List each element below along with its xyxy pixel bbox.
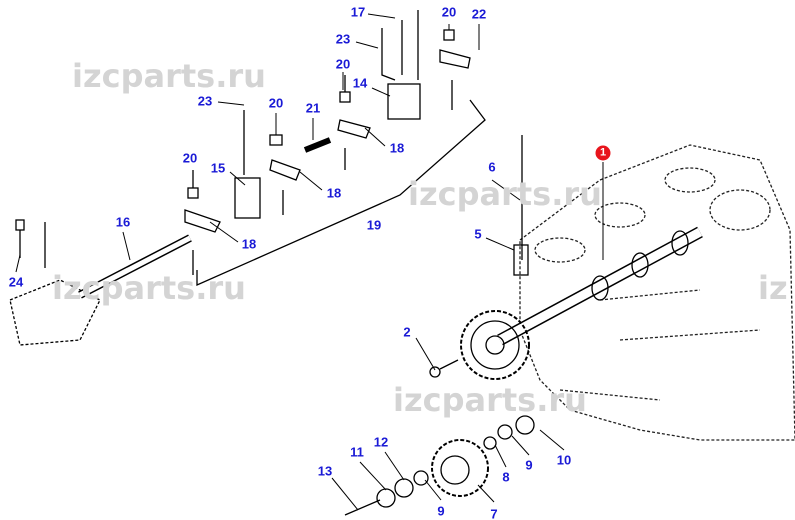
leader-lines <box>15 13 604 511</box>
callout-19[interactable]: 19 <box>366 217 382 233</box>
callout-18[interactable]: 18 <box>389 140 405 156</box>
callout-20[interactable]: 20 <box>182 150 198 166</box>
callout-14[interactable]: 14 <box>352 75 368 91</box>
callout-20[interactable]: 20 <box>335 56 351 72</box>
callout-12[interactable]: 12 <box>373 434 389 450</box>
callout-15[interactable]: 15 <box>210 160 226 176</box>
callout-11[interactable]: 11 <box>350 444 364 460</box>
callout-17[interactable]: 17 <box>350 4 366 20</box>
callout-9[interactable]: 9 <box>525 457 533 473</box>
engine-block <box>519 144 795 441</box>
callout-6[interactable]: 6 <box>488 159 496 175</box>
callout-20[interactable]: 20 <box>268 95 284 111</box>
bolt-2 <box>429 359 459 378</box>
callout-18[interactable]: 18 <box>241 236 257 252</box>
oil-pipe <box>513 135 529 276</box>
watermark: izcparts.ru <box>393 381 587 419</box>
callout-7[interactable]: 7 <box>490 506 498 520</box>
callout-1-highlighted[interactable]: 1 <box>595 145 611 161</box>
callout-16[interactable]: 16 <box>115 214 131 230</box>
callout-21[interactable]: 21 <box>305 100 321 116</box>
callout-22[interactable]: 22 <box>471 6 487 22</box>
assembly-bracket <box>196 99 486 286</box>
camshaft <box>497 226 703 346</box>
callout-9[interactable]: 9 <box>437 503 445 519</box>
bolts-and-rockers <box>15 10 471 275</box>
callout-8[interactable]: 8 <box>502 469 510 485</box>
camshaft-gear <box>460 310 530 380</box>
watermark: izcparts.ru <box>408 175 602 213</box>
idler-gear <box>431 439 489 497</box>
callout-13[interactable]: 13 <box>317 463 333 479</box>
callout-2[interactable]: 2 <box>403 324 411 340</box>
callout-23[interactable]: 23 <box>197 93 213 109</box>
watermark: izcparts.ru <box>52 269 246 307</box>
washers <box>344 415 535 516</box>
watermark-partial: iz <box>758 269 788 307</box>
callout-20[interactable]: 20 <box>441 4 457 20</box>
watermark: izcparts.ru <box>72 57 266 95</box>
rocker-shaft <box>9 234 192 346</box>
callout-18[interactable]: 18 <box>326 185 342 201</box>
callout-23[interactable]: 23 <box>335 31 351 47</box>
callout-24[interactable]: 24 <box>8 274 24 290</box>
callout-5[interactable]: 5 <box>474 226 482 242</box>
callout-10[interactable]: 10 <box>556 452 572 468</box>
